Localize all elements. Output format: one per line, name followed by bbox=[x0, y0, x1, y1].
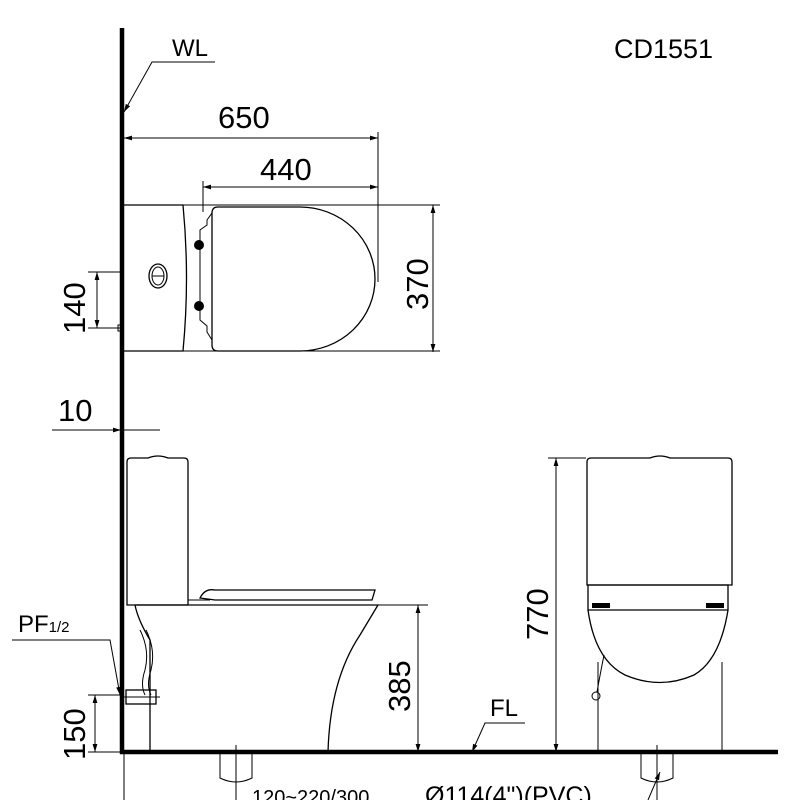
floor-label: FL bbox=[490, 695, 518, 722]
front-view bbox=[586, 455, 733, 752]
supply-leader bbox=[12, 639, 121, 696]
dim-10: 10 bbox=[58, 393, 92, 428]
dim-370: 370 bbox=[400, 258, 435, 310]
drain-pipes bbox=[123, 745, 674, 800]
dim-140: 140 bbox=[57, 282, 92, 334]
wall-leader bbox=[123, 61, 215, 113]
dim-650: 650 bbox=[218, 100, 270, 135]
top-view bbox=[117, 204, 440, 352]
dim-150: 150 bbox=[57, 708, 92, 760]
dim-440: 440 bbox=[260, 152, 312, 187]
dim-770: 770 bbox=[520, 588, 555, 640]
side-view bbox=[120, 455, 380, 753]
drain-spec: Ø114(4")(PVC) bbox=[425, 782, 592, 800]
rough-in-dimension: 120~220/300 bbox=[252, 787, 369, 800]
model-number: CD1551 bbox=[614, 34, 713, 64]
floor-leader bbox=[471, 722, 525, 753]
supply-label: PF1/2 bbox=[18, 611, 70, 638]
dim-385: 385 bbox=[382, 660, 417, 712]
wall-label: WL bbox=[172, 35, 208, 62]
